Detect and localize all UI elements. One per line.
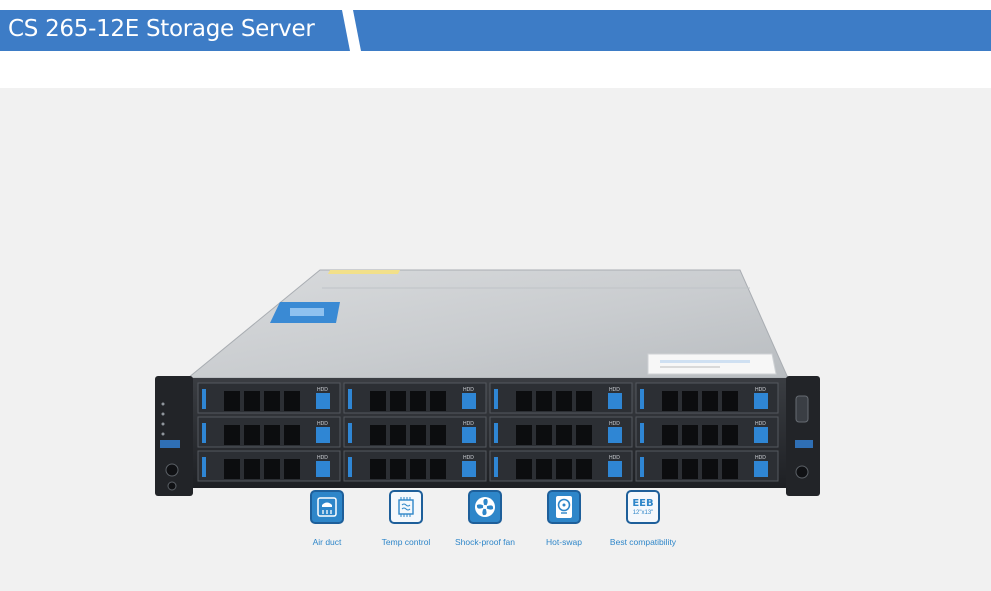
header-banner: CS 265-12E Storage Server xyxy=(0,10,991,51)
svg-text:HDD: HDD xyxy=(609,387,620,393)
product-panel: HDD HDD HDD HDD HDD HDD HDD HDD HDD HDD … xyxy=(0,88,991,591)
feature-temp-control: Temp control xyxy=(358,490,454,547)
air-duct-icon xyxy=(310,490,344,524)
svg-text:HDD: HDD xyxy=(317,387,328,393)
temp-control-icon xyxy=(389,490,423,524)
feature-list: Air duct Temp control Shock-proof fan xyxy=(0,490,991,570)
page-title: CS 265-12E Storage Server xyxy=(8,16,315,42)
svg-text:HDD: HDD xyxy=(755,421,766,427)
svg-text:HDD: HDD xyxy=(609,421,620,427)
feature-label: Hot-swap xyxy=(546,537,582,547)
svg-text:HDD: HDD xyxy=(755,387,766,393)
feature-label: Shock-proof fan xyxy=(454,537,515,547)
svg-text:HDD: HDD xyxy=(317,455,328,461)
svg-text:HDD: HDD xyxy=(317,421,328,427)
feature-label: Temp control xyxy=(381,537,431,547)
feature-shock-proof-fan: Shock-proof fan xyxy=(437,490,533,547)
server-chassis-image: HDD HDD HDD HDD HDD HDD HDD HDD HDD HDD … xyxy=(155,269,820,496)
fan-icon xyxy=(468,490,502,524)
eeb-badge-text: EEB xyxy=(632,497,654,509)
svg-text:HDD: HDD xyxy=(755,455,766,461)
eeb-icon: EEB 12"x13" xyxy=(626,490,660,524)
svg-text:HDD: HDD xyxy=(463,387,474,393)
feature-label: Air duct xyxy=(312,537,342,547)
banner-bar xyxy=(0,10,991,51)
feature-air-duct: Air duct xyxy=(279,490,375,547)
hot-swap-icon xyxy=(547,490,581,524)
svg-text:HDD: HDD xyxy=(463,455,474,461)
banner-notch xyxy=(342,10,361,51)
svg-text:HDD: HDD xyxy=(609,455,620,461)
svg-text:HDD: HDD xyxy=(463,421,474,427)
feature-best-compatibility: EEB 12"x13" Best compatibility xyxy=(595,490,691,547)
feature-hot-swap: Hot-swap xyxy=(516,490,612,547)
eeb-badge-sub: 12"x13" xyxy=(632,509,654,516)
feature-label: Best compatibility xyxy=(609,537,677,547)
